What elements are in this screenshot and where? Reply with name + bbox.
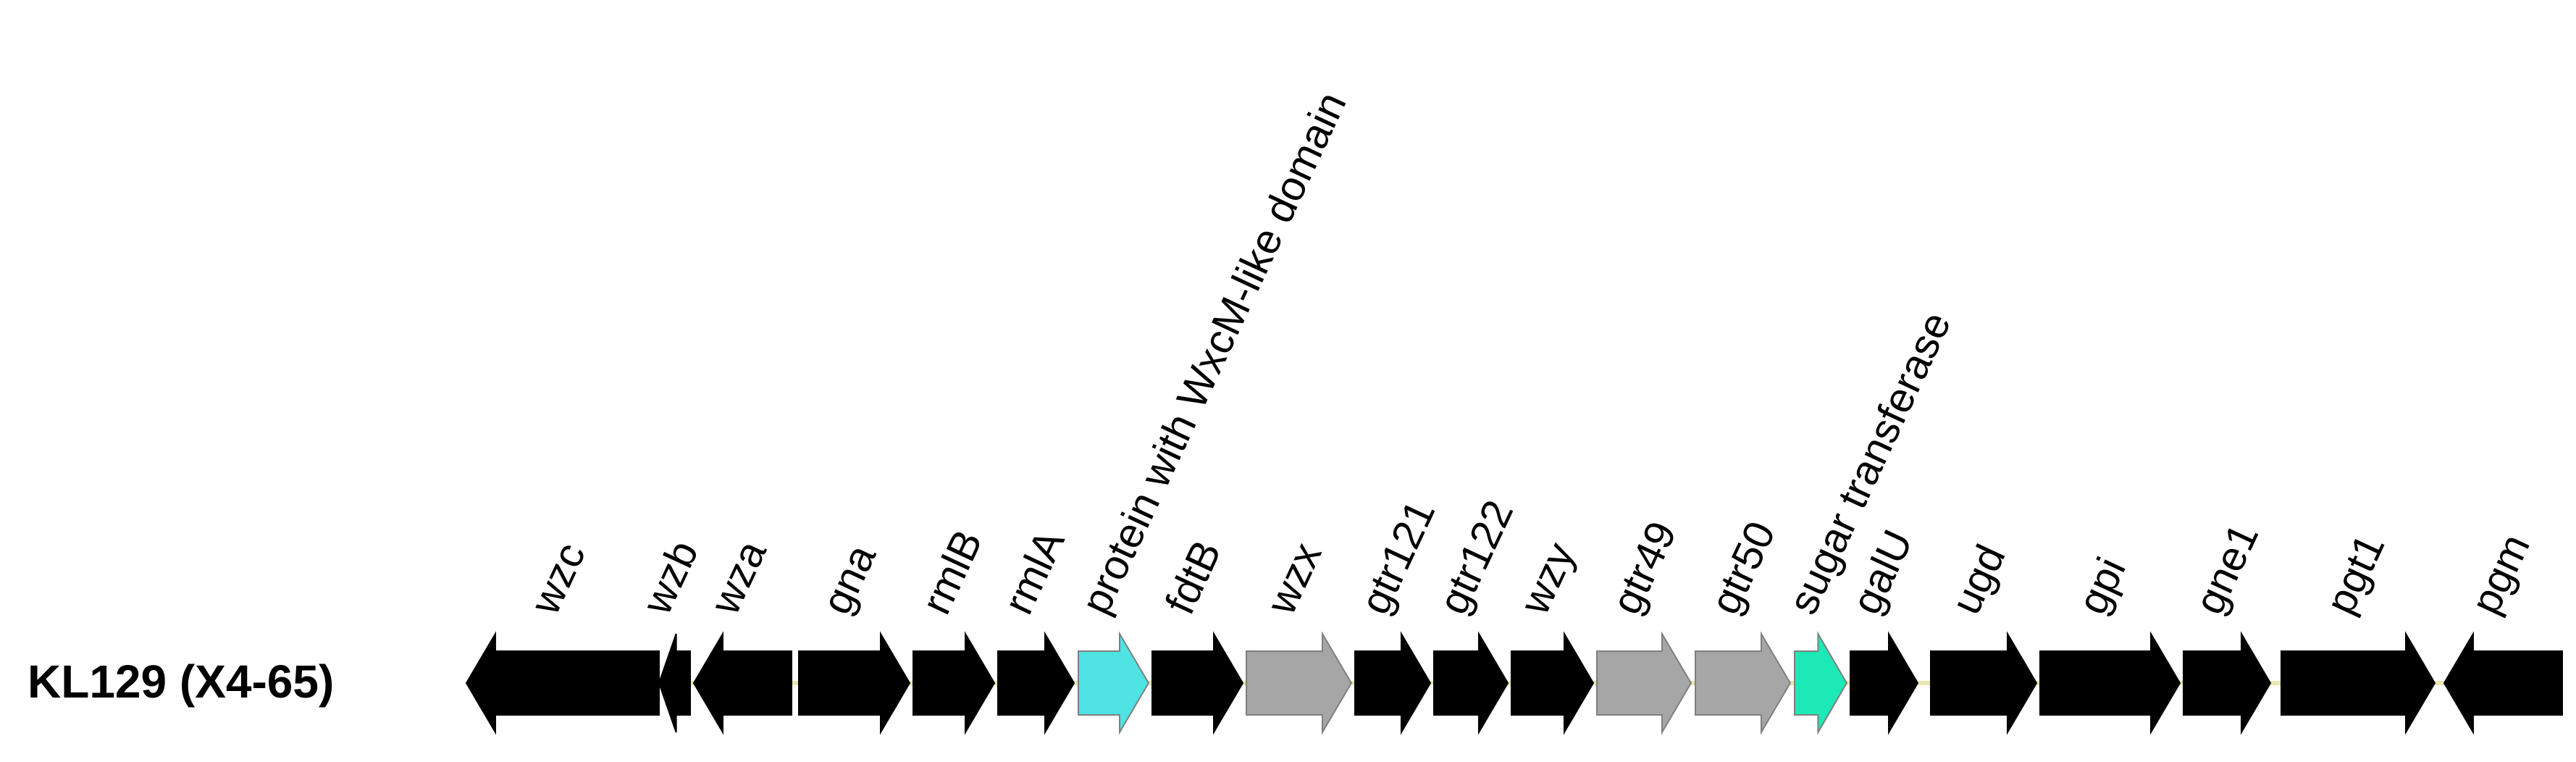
gene-arrow-protein-with-wxcm-like-domain	[1078, 631, 1150, 735]
gene-arrow-gna	[798, 631, 911, 735]
gene-arrow-gtr50	[1695, 631, 1792, 735]
gene-label-wza: wza	[701, 533, 776, 622]
gene-label-pgm: pgm	[2462, 527, 2539, 621]
gene-arrows	[465, 631, 2563, 735]
gene-arrow-gpi	[2039, 631, 2181, 735]
gene-arrow-sugar-transferase	[1794, 631, 1848, 735]
gene-arrow-wzy	[1511, 631, 1595, 735]
gene-arrow-pgm	[2443, 631, 2563, 735]
gene-arrow-wzc	[465, 631, 660, 735]
gene-label-gtr49: gtr49	[1603, 514, 1686, 621]
gene-arrow-rmla	[997, 631, 1075, 735]
gene-arrow-gtr121	[1354, 631, 1432, 735]
gene-arrow-gne1	[2183, 631, 2272, 735]
gene-arrow-rmlb	[912, 631, 996, 735]
gene-arrow-wza	[692, 631, 792, 735]
gene-label-wzc: wzc	[521, 535, 595, 621]
gene-label-gna: gna	[813, 537, 885, 621]
cluster-label: KL129 (X4-65)	[28, 656, 334, 708]
gene-label-wzy: wzy	[1511, 535, 1585, 621]
gene-label-wzb: wzb	[633, 534, 708, 622]
gene-label-pgt1: pgt1	[2317, 527, 2394, 621]
gene-arrow-gtr49	[1596, 631, 1692, 735]
gene-arrow-wzx	[1246, 631, 1353, 735]
gene-label-rmlb: rmlB	[912, 523, 991, 621]
gene-label-wzx: wzx	[1257, 535, 1331, 621]
gene-label-fdtb: fdtB	[1156, 534, 1230, 621]
gene-label-gtr122: gtr122	[1430, 493, 1522, 621]
gene-label-gtr50: gtr50	[1701, 514, 1784, 621]
gene-arrow-wzb	[658, 633, 691, 733]
gene-label-protein-with-wxcm-like-domain: protein with WxcM-like domain	[1072, 85, 1355, 621]
gene-label-rmla: rmlA	[994, 523, 1073, 621]
gene-arrow-pgt1	[2281, 631, 2436, 735]
gene-label-gne1: gne1	[2186, 516, 2267, 621]
gene-arrow-ugd	[1930, 631, 2038, 735]
gene-arrow-gtr122	[1433, 631, 1509, 735]
gene-label-ugd: ugd	[1942, 537, 2015, 621]
gene-label-gpi: gpi	[2068, 550, 2135, 621]
gene-arrow-galu	[1850, 631, 1919, 735]
gene-arrow-fdtb	[1151, 631, 1244, 735]
